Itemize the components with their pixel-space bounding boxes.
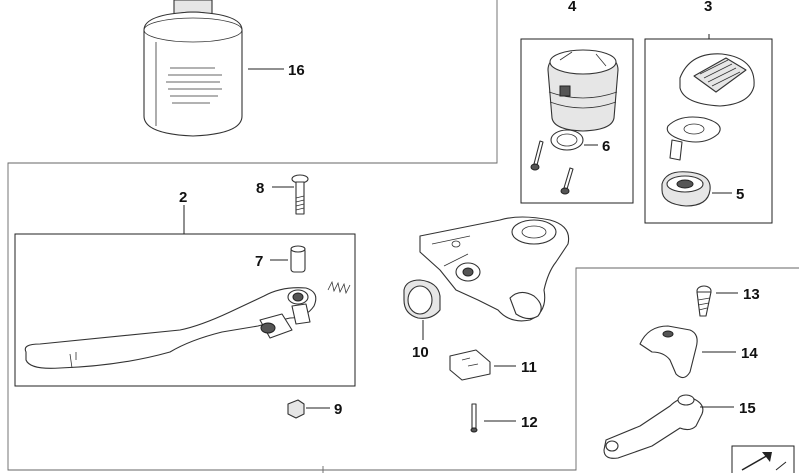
part-15-bracket (603, 394, 704, 459)
part-7-sleeve (290, 245, 306, 273)
callout-4: 4 (568, 0, 577, 15)
master-cylinder-housing (419, 216, 570, 322)
part-16-grease-tin (143, 0, 243, 137)
callout-14: 14 (741, 345, 758, 362)
part-14-clamp (639, 325, 698, 379)
group-box-2 (14, 233, 356, 387)
part-13-bolt (696, 285, 712, 317)
callout-2: 2 (179, 189, 187, 206)
callout-10: 10 (412, 344, 429, 361)
part-3-cap (661, 53, 755, 207)
callout-7: 7 (255, 253, 263, 270)
arrow-nav-icon[interactable] (731, 445, 795, 473)
callout-9: 9 (334, 401, 342, 418)
part-8-bolt (291, 174, 309, 215)
part-12-screw (470, 403, 478, 433)
callout-16: 16 (288, 62, 305, 79)
spring (327, 280, 351, 295)
callout-11: 11 (521, 359, 537, 376)
callout-15: 15 (739, 400, 756, 417)
part-4-reservoir (547, 49, 619, 132)
part-2-lever (24, 287, 317, 369)
callout-12: 12 (521, 414, 538, 431)
callout-6: 6 (602, 138, 610, 155)
callout-3: 3 (704, 0, 712, 15)
callout-13: 13 (743, 286, 760, 303)
part-11-switch (449, 349, 491, 381)
part-6-o-ring (530, 129, 598, 195)
part-9-nut (287, 399, 305, 419)
callout-8: 8 (256, 180, 264, 197)
group-box-4 (520, 38, 634, 204)
part-10-boot (403, 279, 441, 319)
section-frames (7, 0, 799, 473)
callout-5: 5 (736, 186, 744, 203)
